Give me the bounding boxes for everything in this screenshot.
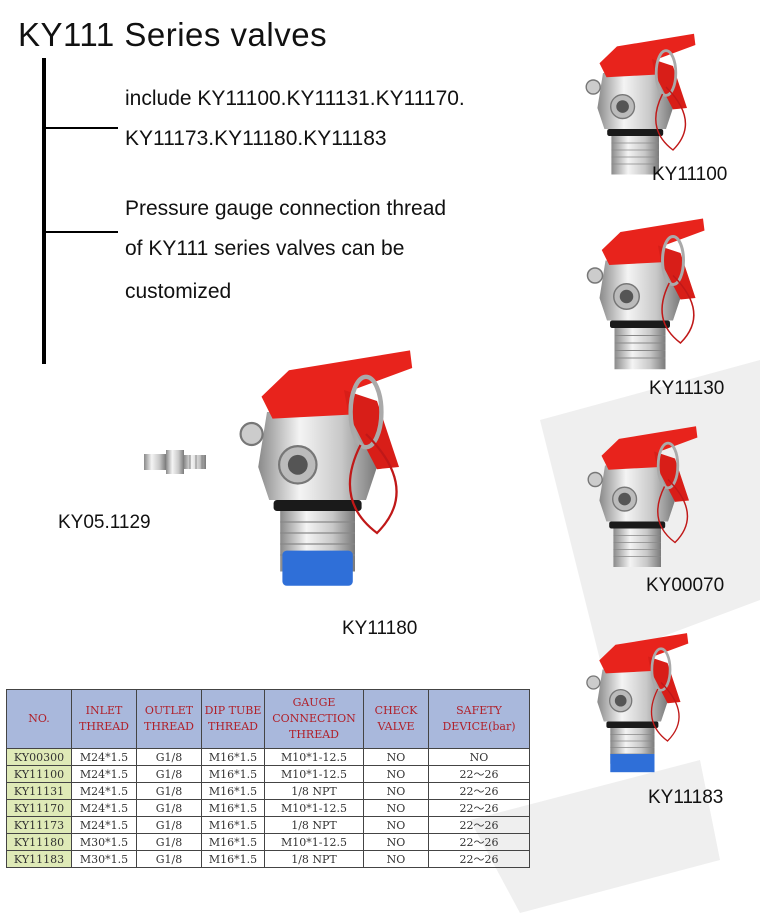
table-cell: 1/8 NPT [264, 782, 364, 800]
table-cell: NO [363, 765, 429, 783]
table-cell: KY00300 [6, 748, 72, 766]
table-cell: NO [363, 748, 429, 766]
table-cell: 1/8 NPT [264, 850, 364, 868]
table-cell: NO [363, 816, 429, 834]
table-cell: M24*1.5 [71, 816, 137, 834]
table-cell: 22～26 [428, 782, 530, 800]
table-cell: NO [428, 748, 530, 766]
table-cell: KY11131 [6, 782, 72, 800]
table-cell: KY11100 [6, 765, 72, 783]
table-cell: G1/8 [136, 850, 202, 868]
table-cell: KY11183 [6, 850, 72, 868]
tree-branch [46, 127, 118, 129]
table-cell: M16*1.5 [201, 765, 265, 783]
table-cell: 22～26 [428, 833, 530, 851]
table-cell: 22～26 [428, 765, 530, 783]
table-cell: M16*1.5 [201, 782, 265, 800]
adapter-image [144, 450, 206, 474]
table-cell: M24*1.5 [71, 782, 137, 800]
table-cell: M24*1.5 [71, 765, 137, 783]
table-cell: NO [363, 833, 429, 851]
product-caption: KY11130 [649, 378, 725, 399]
table-cell: 1/8 NPT [264, 816, 364, 834]
product-caption: KY11183 [648, 787, 724, 808]
table-cell: M10*1-12.5 [264, 833, 364, 851]
tree-line [42, 58, 46, 364]
table-cell: KY11173 [6, 816, 72, 834]
table-cell: G1/8 [136, 782, 202, 800]
table-cell: M24*1.5 [71, 799, 137, 817]
product-caption: KY00070 [646, 575, 725, 596]
table-cell: M10*1-12.5 [264, 799, 364, 817]
table-cell: G1/8 [136, 765, 202, 783]
valve-ky11180-image [212, 338, 432, 586]
product-caption: KY05.1129 [58, 512, 151, 533]
desc-line-1: include KY11100.KY11131.KY11170. [125, 87, 465, 110]
table-cell: M10*1-12.5 [264, 765, 364, 783]
product-caption: KY11180 [342, 618, 418, 639]
table-cell: NO [363, 799, 429, 817]
desc-line-4: of KY111 series valves can be [125, 237, 405, 260]
table-cell: M16*1.5 [201, 850, 265, 868]
desc-line-3: Pressure gauge connection thread [125, 197, 447, 220]
tree-branch [46, 231, 118, 233]
table-cell: 22～26 [428, 850, 530, 868]
desc-line-5: customized [125, 280, 232, 303]
valve-ky11183-image [570, 622, 700, 773]
table-cell: M24*1.5 [71, 748, 137, 766]
table-cell: M10*1-12.5 [264, 748, 364, 766]
table-cell: M30*1.5 [71, 833, 137, 851]
table-cell: KY11180 [6, 833, 72, 851]
table-cell: NO [363, 782, 429, 800]
valve-ky00070-image [570, 418, 710, 583]
table-cell: M16*1.5 [201, 799, 265, 817]
table-cell: M30*1.5 [71, 850, 137, 868]
valve-ky11130-image [568, 213, 718, 383]
product-caption: KY11100 [652, 164, 728, 185]
desc-line-2: KY11173.KY11180.KY11183 [125, 127, 387, 150]
table-cell: M16*1.5 [201, 748, 265, 766]
table-cell: G1/8 [136, 748, 202, 766]
table-cell: G1/8 [136, 833, 202, 851]
table-cell: M16*1.5 [201, 816, 265, 834]
table-cell: NO [363, 850, 429, 868]
table-cell: 22～26 [428, 816, 530, 834]
table-cell: KY11170 [6, 799, 72, 817]
table-cell: G1/8 [136, 799, 202, 817]
col-no: NO. [6, 689, 72, 749]
table-cell: M16*1.5 [201, 833, 265, 851]
table-cell: 22～26 [428, 799, 530, 817]
page-title: KY111 Series valves [18, 16, 328, 53]
table-cell: G1/8 [136, 816, 202, 834]
